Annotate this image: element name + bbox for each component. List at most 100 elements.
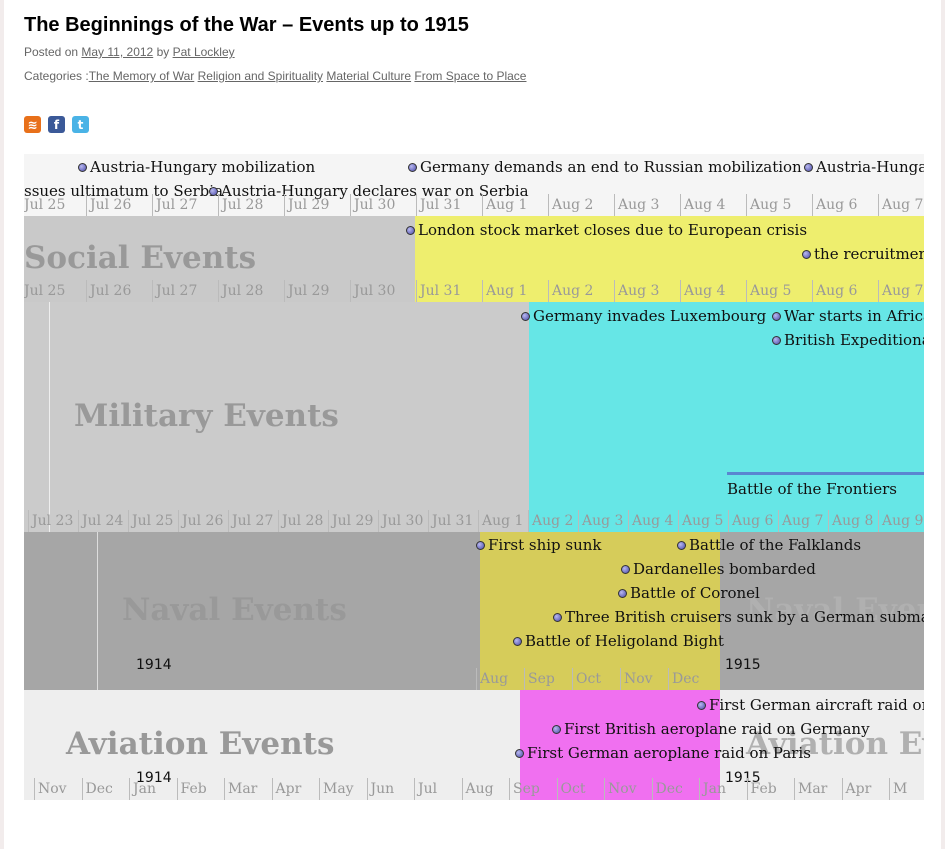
timeline-event[interactable]: Austria-Hungary declares war on Serbia <box>209 182 529 200</box>
event-marker-icon <box>209 186 218 196</box>
axis-tick-label: Dec <box>668 668 699 690</box>
military-events-band[interactable]: Military Events Germany invades Luxembou… <box>24 302 924 532</box>
axis-tick-label: Aug 2 <box>528 510 573 532</box>
event-marker-icon <box>406 225 415 235</box>
aviation-events-band[interactable]: Aviation Events Aviation Ev First German… <box>24 690 924 800</box>
axis-tick-label: Jan <box>129 778 156 800</box>
social-band-title: Social Events <box>24 240 257 276</box>
event-marker-icon <box>515 748 524 758</box>
category-link-space-to-place[interactable]: From Space to Place <box>414 69 527 83</box>
timeline-event[interactable]: Battle of Coronel <box>618 584 760 602</box>
axis-tick-label: Aug 3 <box>578 510 623 532</box>
naval-highlight-region <box>480 532 720 690</box>
timeline-event[interactable]: Battle of the Falklands <box>677 536 861 554</box>
post-meta: Posted on May 11, 2012 by Pat Lockley <box>24 45 235 59</box>
timeline-event[interactable]: Germany invades Luxembourg <box>521 307 766 325</box>
timeline-event[interactable]: First ship sunk <box>476 536 602 554</box>
rss-icon[interactable]: ≋ <box>24 116 41 133</box>
year-label: 1914 <box>136 770 172 786</box>
timeline-event[interactable]: Germany demands an end to Russian mobili… <box>408 158 802 176</box>
category-link-memory-of-war[interactable]: The Memory of War <box>88 69 195 83</box>
band-divider <box>49 302 50 532</box>
axis-tick-label: Jul 29 <box>328 510 373 532</box>
axis-tick-label: Aug <box>461 778 494 800</box>
event-marker-icon <box>697 700 706 710</box>
timeline-event[interactable]: Three British cruisers sunk by a German … <box>553 608 924 626</box>
by-label: by <box>156 45 170 59</box>
post-title: The Beginnings of the War – Events up to… <box>24 14 469 36</box>
axis-tick-label: Aug 2 <box>548 280 593 302</box>
axis-tick-label: Sep <box>509 778 540 800</box>
event-marker-icon <box>621 564 630 574</box>
categories-label: Categories : <box>24 69 89 83</box>
axis-tick-label: Aug 1 <box>478 510 523 532</box>
social-share-bar: ≋ f t <box>24 116 89 133</box>
axis-tick-label: Jul 30 <box>378 510 423 532</box>
event-marker-icon <box>408 162 417 172</box>
event-duration-bar[interactable] <box>727 472 924 475</box>
timeline-event[interactable]: London stock market closes due to Europe… <box>406 221 807 239</box>
axis-tick-label: Jul 25 <box>128 510 173 532</box>
axis-tick-label: Jul 30 <box>350 280 395 302</box>
timeline-event[interactable]: War starts in Africa <box>772 307 924 325</box>
axis-tick-label: Aug 7 <box>778 510 823 532</box>
timeline-event[interactable]: Battle of the Frontiers <box>727 480 897 498</box>
event-marker-icon <box>513 636 522 646</box>
axis-tick-label: Sep <box>524 668 555 690</box>
category-link-material-culture[interactable]: Material Culture <box>326 69 412 83</box>
axis-tick-label: Aug 4 <box>628 510 673 532</box>
axis-tick-label: Aug 6 <box>812 194 857 216</box>
axis-tick-label: Apr <box>841 778 871 800</box>
timeline-event[interactable]: Dardanelles bombarded <box>621 560 816 578</box>
timeline-event[interactable]: First British aeroplane raid on Germany <box>552 720 870 738</box>
axis-tick-label: Nov <box>620 668 653 690</box>
axis-tick-label: Dec <box>81 778 113 800</box>
axis-tick-label: Aug 6 <box>728 510 773 532</box>
axis-tick-label: Aug 6 <box>812 280 857 302</box>
naval-events-band[interactable]: Naval Events Naval Even First ship sunk … <box>24 532 924 690</box>
event-marker-icon <box>677 540 686 550</box>
year-label: 1915 <box>725 770 761 786</box>
timeline-event[interactable]: Austria-Hungar <box>804 158 924 176</box>
event-marker-icon <box>552 724 561 734</box>
category-link-religion[interactable]: Religion and Spirituality <box>197 69 324 83</box>
naval-band-title: Naval Events <box>122 592 347 628</box>
axis-tick-label: Aug 5 <box>746 194 791 216</box>
axis-tick-label: Aug 8 <box>828 510 873 532</box>
axis-tick-label: Mar <box>794 778 827 800</box>
timeline-event[interactable]: First German aeroplane raid on Paris <box>515 744 811 762</box>
axis-tick-label: Jul 25 <box>24 280 65 302</box>
timeline-event[interactable]: First German aircraft raid on E <box>697 696 924 714</box>
author-link[interactable]: Pat Lockley <box>172 45 235 59</box>
facebook-icon[interactable]: f <box>48 116 65 133</box>
axis-tick-label: Jul 26 <box>178 510 223 532</box>
twitter-icon[interactable]: t <box>72 116 89 133</box>
top-event-band[interactable]: Austria-Hungary mobilization Germany dem… <box>24 154 924 216</box>
timeline-event[interactable]: British Expeditionar <box>772 331 924 349</box>
post-date-link[interactable]: May 11, 2012 <box>81 45 154 59</box>
axis-tick-label: Aug 9 <box>878 510 923 532</box>
axis-tick-label: Aug 1 <box>482 280 527 302</box>
timeline-event[interactable]: ssues ultimatum to Serbia <box>24 182 224 200</box>
aviation-band-title: Aviation Events <box>66 726 335 762</box>
naval-band-title-repeat: Naval Even <box>746 592 924 628</box>
axis-tick-label: Aug 1 <box>482 194 527 216</box>
axis-tick-label: Jul 29 <box>284 194 329 216</box>
timeline-event[interactable]: the recruitment <box>802 245 924 263</box>
axis-tick-label: Jul 29 <box>284 280 329 302</box>
axis-tick-label: Nov <box>34 778 67 800</box>
timeline-event[interactable]: Austria-Hungary mobilization <box>78 158 315 176</box>
axis-tick-label: M <box>889 778 907 800</box>
timeline-event[interactable]: Battle of Heligoland Bight <box>513 632 724 650</box>
aviation-highlight-region <box>520 690 720 800</box>
axis-tick-label: Aug <box>476 668 508 690</box>
axis-tick-label: Mar <box>224 778 257 800</box>
timeline-widget[interactable]: Austria-Hungary mobilization Germany dem… <box>24 154 924 800</box>
axis-tick-label: Jul <box>414 778 437 800</box>
social-events-band[interactable]: Social Events London stock market closes… <box>24 216 924 302</box>
post-categories: Categories :The Memory of War Religion a… <box>24 69 526 83</box>
